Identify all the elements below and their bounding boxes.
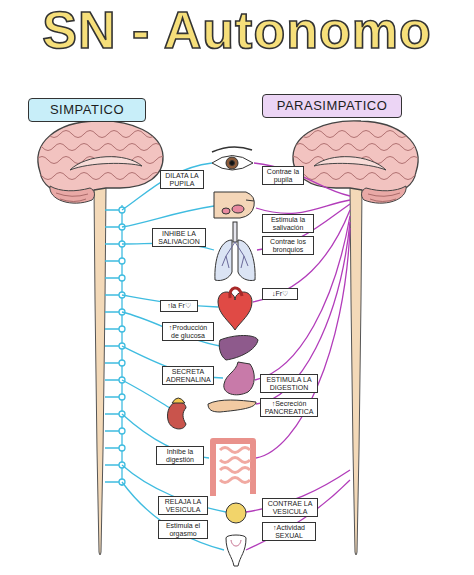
label-text: Estimula el orgasmo bbox=[162, 522, 204, 537]
title-bar: SN - Autonomo bbox=[0, 4, 474, 56]
label-text: SECRETA ADRENALINA bbox=[166, 368, 210, 383]
category-box: PARASIMPATICO bbox=[262, 94, 402, 118]
label-text: Inhibe la digestión bbox=[160, 448, 200, 463]
label-text: ↑la Fr♡ bbox=[164, 302, 194, 310]
effect-label: INHIBE LA SALIVACION bbox=[152, 228, 206, 247]
effect-label: Contrae los bronquios bbox=[262, 236, 314, 255]
label-text: Contrae la pupila bbox=[266, 168, 300, 183]
effect-label: RELAJA LA VESICULA bbox=[158, 496, 208, 515]
effect-label: ESTIMULA LA DIGESTION bbox=[260, 374, 318, 393]
effect-label: Contrae la pupila bbox=[262, 166, 304, 185]
effect-label: ↑Producción de glucosa bbox=[162, 322, 214, 341]
label-text: ↑Producción de glucosa bbox=[166, 324, 210, 339]
effect-label: SECRETA ADRENALINA bbox=[162, 366, 214, 385]
label-text: SIMPATICO bbox=[35, 102, 139, 118]
effect-label: Estimula la salivación bbox=[262, 214, 314, 233]
label-text: INHIBE LA SALIVACION bbox=[156, 230, 202, 245]
label-text: DILATA LA PUPILA bbox=[164, 172, 200, 187]
effect-label: CONTRAE LA VESICULA bbox=[262, 498, 318, 517]
sympathetic-chain bbox=[105, 163, 226, 550]
label-text: ↑Secreción PANCREATICA bbox=[264, 400, 314, 415]
effect-label: Estimula el orgasmo bbox=[158, 520, 208, 539]
effect-label: ↑Secreción PANCREATICA bbox=[260, 398, 318, 417]
label-text: ↑Actividad SEXUAL bbox=[266, 524, 312, 539]
effect-label: ↓Fr♡ bbox=[262, 288, 298, 300]
label-text: RELAJA LA VESICULA bbox=[162, 498, 204, 513]
central-nervous-system bbox=[30, 121, 426, 555]
label-text: ↓Fr♡ bbox=[266, 290, 294, 298]
category-box: SIMPATICO bbox=[28, 98, 146, 122]
label-text: ESTIMULA LA DIGESTION bbox=[264, 376, 314, 391]
label-text: Contrae los bronquios bbox=[266, 238, 310, 253]
effect-label: ↑Actividad SEXUAL bbox=[262, 522, 316, 541]
effect-label: Inhibe la digestión bbox=[156, 446, 204, 465]
effect-label: ↑la Fr♡ bbox=[160, 300, 198, 312]
diagram-title: SN - Autonomo bbox=[42, 4, 431, 56]
effect-label: DILATA LA PUPILA bbox=[160, 170, 204, 189]
label-text: PARASIMPATICO bbox=[269, 98, 395, 114]
label-text: Estimula la salivación bbox=[266, 216, 310, 231]
parasympathetic-nerves bbox=[246, 163, 350, 550]
label-text: CONTRAE LA VESICULA bbox=[266, 500, 314, 515]
